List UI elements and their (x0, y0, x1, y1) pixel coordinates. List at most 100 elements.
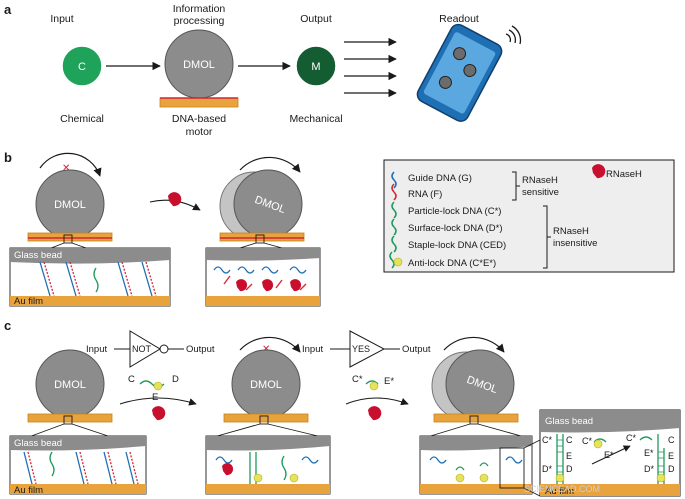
group-insensitive-1: RNaseH (553, 226, 589, 237)
inset-au-film-label: Au film (545, 486, 574, 497)
anti-lock-addition: C* E* (345, 374, 409, 421)
rotation-arrow-blocked (39, 152, 102, 177)
not-gate-bubble (159, 344, 169, 354)
watermark: SCIENCEAD.COM (524, 484, 600, 494)
panel-c-letter: c (4, 318, 11, 333)
inset-mid-d: D (566, 464, 573, 474)
output-symbol: M (311, 61, 320, 73)
glass-bead-label-c1: Glass bead (14, 438, 62, 449)
legend-swatch-staple-lock (391, 235, 397, 253)
substrate-b-left (27, 232, 113, 242)
rnaseh-icon (168, 192, 182, 207)
legend-item-staple-lock: Staple-lock DNA (CED) (408, 240, 506, 251)
processing-caption-2: motor (186, 126, 213, 138)
legend-rnaseh-icon (592, 164, 606, 179)
dmol-label-c2: DMOL (250, 379, 282, 391)
strand-estar-label: E* (384, 376, 394, 387)
dmol-label-c1: DMOL (54, 379, 86, 391)
inset-right-c-top: C* (626, 433, 636, 443)
yes-gate-label: YES (352, 344, 370, 354)
inset-right-d: D (668, 464, 675, 474)
panel-c-particle-2: ✕ DMOL (205, 336, 331, 495)
inset-mid-c: C (566, 435, 573, 445)
strand-cstar-label: C* (352, 374, 363, 385)
panel-c-particle-3: DMOL (419, 336, 541, 497)
yes-gate-input: Input (302, 344, 323, 355)
inset-strand-e: E* (604, 450, 614, 460)
legend-swatch-particle-lock (391, 201, 397, 219)
panel-b-left-particle-group: ✕ DMOL (25, 152, 115, 259)
inset-right-e: E (668, 451, 674, 461)
ced-strand-addition: C D E (119, 374, 197, 421)
inset-glass-bead-label: Glass bead (545, 416, 593, 427)
processing-caption-1: DNA-based (172, 113, 226, 125)
substrate-b-right (219, 232, 305, 242)
legend-swatch-anti-lock (389, 251, 395, 269)
input-chemical-circle (61, 45, 103, 87)
panel-b: b ✕ DMOL Glass bead Au film (4, 150, 675, 307)
panel-a-letter: a (4, 2, 12, 17)
input-title: Input (50, 13, 73, 25)
inset-mid-e: E (566, 451, 572, 461)
au-film-label-c1: Au film (14, 485, 43, 496)
panel-b-right-zoom (205, 247, 321, 307)
wireless-signal-icon (505, 25, 522, 45)
yes-gate-symbol (349, 330, 386, 368)
legend-swatch-rna (391, 183, 397, 201)
inset-right-e-star: E* (644, 448, 654, 458)
output-caption: Mechanical (289, 113, 342, 125)
panel-c-inset: Glass bead Au film C* D* C E D C* E* C* (539, 409, 681, 497)
strand-c-label: C (128, 374, 135, 385)
legend-item-surface-lock: Surface-lock DNA (D*) (408, 223, 503, 234)
rotation-arrow-free (239, 156, 301, 173)
processing-title-1: Information (173, 3, 226, 15)
panel-a: a Input C Chemical Information processin… (4, 2, 522, 138)
yes-gate: Input YES Output (302, 330, 431, 368)
dmol-label-b-left: DMOL (54, 199, 86, 211)
au-film-layer-b-left (10, 296, 170, 306)
input-symbol: C (78, 61, 86, 73)
blocked-cross-icon-c2: ✕ (262, 344, 270, 355)
inset-left-c: C* (542, 435, 552, 445)
readout-arrows (344, 37, 397, 98)
rnaseh-addition-arrow (149, 192, 201, 211)
not-gate-output: Output (186, 344, 215, 355)
zoom-box-c3 (499, 447, 525, 489)
not-gate-input: Input (86, 344, 107, 355)
readout-title: Readout (439, 13, 479, 25)
rnaseh-icon-c2 (368, 406, 382, 421)
group-sensitive-1: RNaseH (522, 175, 558, 186)
processing-title-2: processing (174, 15, 225, 27)
legend-item-rna: RNA (F) (408, 189, 442, 200)
group-insensitive-2: insensitive (553, 238, 597, 249)
legend-item-guide: Guide DNA (G) (408, 173, 472, 184)
inset-right-d-star: D* (644, 464, 654, 474)
au-film-label-b-left: Au film (14, 296, 43, 307)
smartphone-icon (416, 23, 503, 122)
legend-item-particle-lock: Particle-lock DNA (C*) (408, 206, 501, 217)
motor-substrate (159, 97, 239, 108)
panel-b-right-particle-group: DMOL (207, 156, 319, 259)
legend-swatch-guide (391, 171, 397, 189)
blocked-cross-icon: ✕ (62, 163, 70, 174)
legend-swatch-surface-lock (391, 218, 397, 236)
input-caption: Chemical (60, 113, 104, 125)
output-title: Output (300, 13, 332, 25)
inset-arrow (591, 445, 631, 465)
processing-symbol: DMOL (183, 59, 215, 71)
yes-gate-output: Output (402, 344, 431, 355)
not-gate-symbol (129, 330, 161, 368)
legend-box: Guide DNA (G) RNA (F) Particle-lock DNA … (383, 159, 675, 273)
inset-strand-c: C* (582, 436, 592, 446)
inset-right-c: C (668, 435, 675, 445)
not-gate-label: NOT (132, 344, 152, 354)
inset-left-d: D* (542, 464, 552, 474)
legend-rnaseh-label: RNaseH (606, 169, 642, 180)
rnaseh-icon-c1 (152, 406, 166, 421)
glass-bead-label-b-left: Glass bead (14, 250, 62, 261)
output-mechanical-circle (295, 45, 337, 87)
anti-lock-star-icon (393, 257, 403, 267)
group-sensitive-2: sensitive (522, 187, 559, 198)
legend-item-anti-lock: Anti-lock DNA (C*E*) (408, 258, 496, 269)
